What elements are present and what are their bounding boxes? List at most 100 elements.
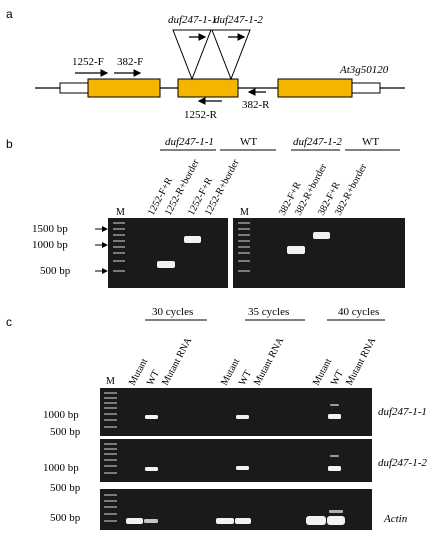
primer-1252R-label: 1252-R — [184, 109, 218, 121]
band-c-actin-wt-40 — [327, 516, 345, 525]
ladder-band — [104, 407, 117, 409]
ladder-band — [238, 222, 250, 224]
ladder-band — [238, 240, 250, 242]
band-c-actin-wt-30 — [144, 519, 158, 523]
ladder-band — [113, 270, 125, 272]
ladder-band — [104, 453, 117, 455]
row-label-duf247-1-1: duf247-1-1 — [378, 406, 427, 418]
ladder-band — [104, 448, 117, 450]
ladder-band — [104, 397, 117, 399]
size-c-r2-1000: 1000 bp — [43, 462, 79, 474]
ladder-band — [104, 494, 117, 496]
cycles-label-30: 30 cycles — [152, 306, 193, 318]
ladder-band — [113, 252, 125, 254]
ladder-band — [238, 270, 250, 272]
band-c-actin-mut-35 — [216, 518, 234, 524]
panel-b: b duf247-1-1 WT duf247-1-2 WT M 1252-F+R… — [6, 136, 405, 288]
panel-a-label: a — [6, 7, 13, 21]
band-c-actin-mut-40 — [306, 516, 326, 525]
band-c-r1-wt-40 — [328, 414, 341, 419]
panel-c: c 30 cycles 35 cycles 40 cycles M Mutant… — [6, 306, 427, 530]
cycles-label-40: 40 cycles — [338, 306, 379, 318]
lane-label-c-marker: M — [106, 376, 115, 387]
panel-b-label: b — [6, 137, 13, 151]
lane-label-c-2: Mutant RNA — [160, 335, 195, 387]
ladder-band — [104, 513, 117, 515]
ladder-band — [104, 500, 117, 502]
size-c-r1-500: 500 bp — [50, 426, 81, 438]
utr-5-box — [59, 82, 89, 94]
ladder-band — [104, 459, 117, 461]
insertion-label-2: duf247-1-2 — [214, 14, 263, 26]
lane-label-b-right-0: M — [240, 207, 249, 218]
ladder-band — [238, 234, 250, 236]
gel-c-row1 — [100, 388, 372, 436]
size-label-500: 500 bp — [40, 265, 71, 277]
ladder-band — [113, 260, 125, 262]
ladder-band — [113, 240, 125, 242]
lane-label-c-8: Mutant RNA — [344, 335, 379, 387]
primer-382R-label: 382-R — [242, 99, 270, 111]
size-label-1000: 1000 bp — [32, 239, 68, 251]
band-c-r2-wt-35 — [236, 466, 249, 470]
ladder-band — [238, 260, 250, 262]
size-c-r1-1000: 1000 bp — [43, 409, 79, 421]
ladder-band — [104, 426, 117, 428]
gel-b-right — [233, 218, 405, 288]
ladder-band — [104, 506, 117, 508]
row-label-duf247-1-2: duf247-1-2 — [378, 457, 427, 469]
ladder-band — [104, 419, 117, 421]
ladder-band — [104, 465, 117, 467]
panel-c-label: c — [6, 315, 12, 329]
primer-1252F-label: 1252-F — [72, 56, 104, 68]
gene-name: At3g50120 — [339, 64, 389, 76]
size-c-r2-500: 500 bp — [50, 482, 81, 494]
ladder-band — [238, 252, 250, 254]
group-label-duf247-1-1: duf247-1-1 — [165, 136, 214, 148]
band-c-actin-wt-40-upper — [329, 510, 343, 513]
ladder-band — [113, 246, 125, 248]
ladder-band — [104, 413, 117, 415]
insertion-triangle-1 — [172, 29, 212, 81]
row-label-actin: Actin — [383, 513, 408, 525]
lane-label-b-left-0: M — [116, 207, 125, 218]
band-c-r1-wt-30 — [145, 415, 158, 419]
lane-label-c-5: Mutant RNA — [252, 335, 287, 387]
panel-a: a duf247-1-1 duf247-1-2 1252-F 382-F 125… — [6, 7, 405, 121]
band-1252-R-border — [157, 261, 175, 268]
band-c-r1-wt-40-faint — [330, 404, 339, 406]
ladder-b-left — [113, 222, 125, 272]
band-c-r2-wt-40-faint — [330, 455, 339, 457]
ladder-c-row2 — [104, 443, 117, 474]
ladder-band — [113, 222, 125, 224]
band-382-R-border — [287, 246, 305, 254]
exon-3 — [277, 78, 353, 98]
gel-c-row2 — [100, 439, 372, 482]
utr-3-box — [351, 82, 381, 94]
size-label-1500: 1500 bp — [32, 223, 68, 235]
band-382-F-R-wt — [313, 232, 330, 239]
ladder-band — [104, 402, 117, 404]
ladder-band — [113, 234, 125, 236]
group-label-wt-1: WT — [240, 136, 257, 148]
band-c-r1-wt-35 — [236, 415, 249, 419]
exon-1 — [87, 78, 161, 98]
group-label-duf247-1-2: duf247-1-2 — [293, 136, 342, 148]
lane-label-c-7: WT — [329, 369, 346, 388]
ladder-band — [104, 472, 117, 474]
band-c-r2-wt-40 — [328, 466, 341, 471]
insertion-triangle-2 — [211, 29, 251, 81]
band-c-actin-wt-35 — [235, 518, 251, 524]
ladder-band — [104, 520, 117, 522]
exon-2 — [177, 78, 239, 98]
band-1252-F-R-wt — [184, 236, 201, 243]
ladder-band — [104, 443, 117, 445]
insertion-label-1: duf247-1-1 — [168, 14, 217, 26]
gel-b-left — [108, 218, 228, 288]
band-c-r2-wt-30 — [145, 467, 158, 471]
group-label-wt-2: WT — [362, 136, 379, 148]
lane-label-c-4: WT — [237, 369, 254, 388]
ladder-band — [238, 228, 250, 230]
ladder-band — [113, 228, 125, 230]
